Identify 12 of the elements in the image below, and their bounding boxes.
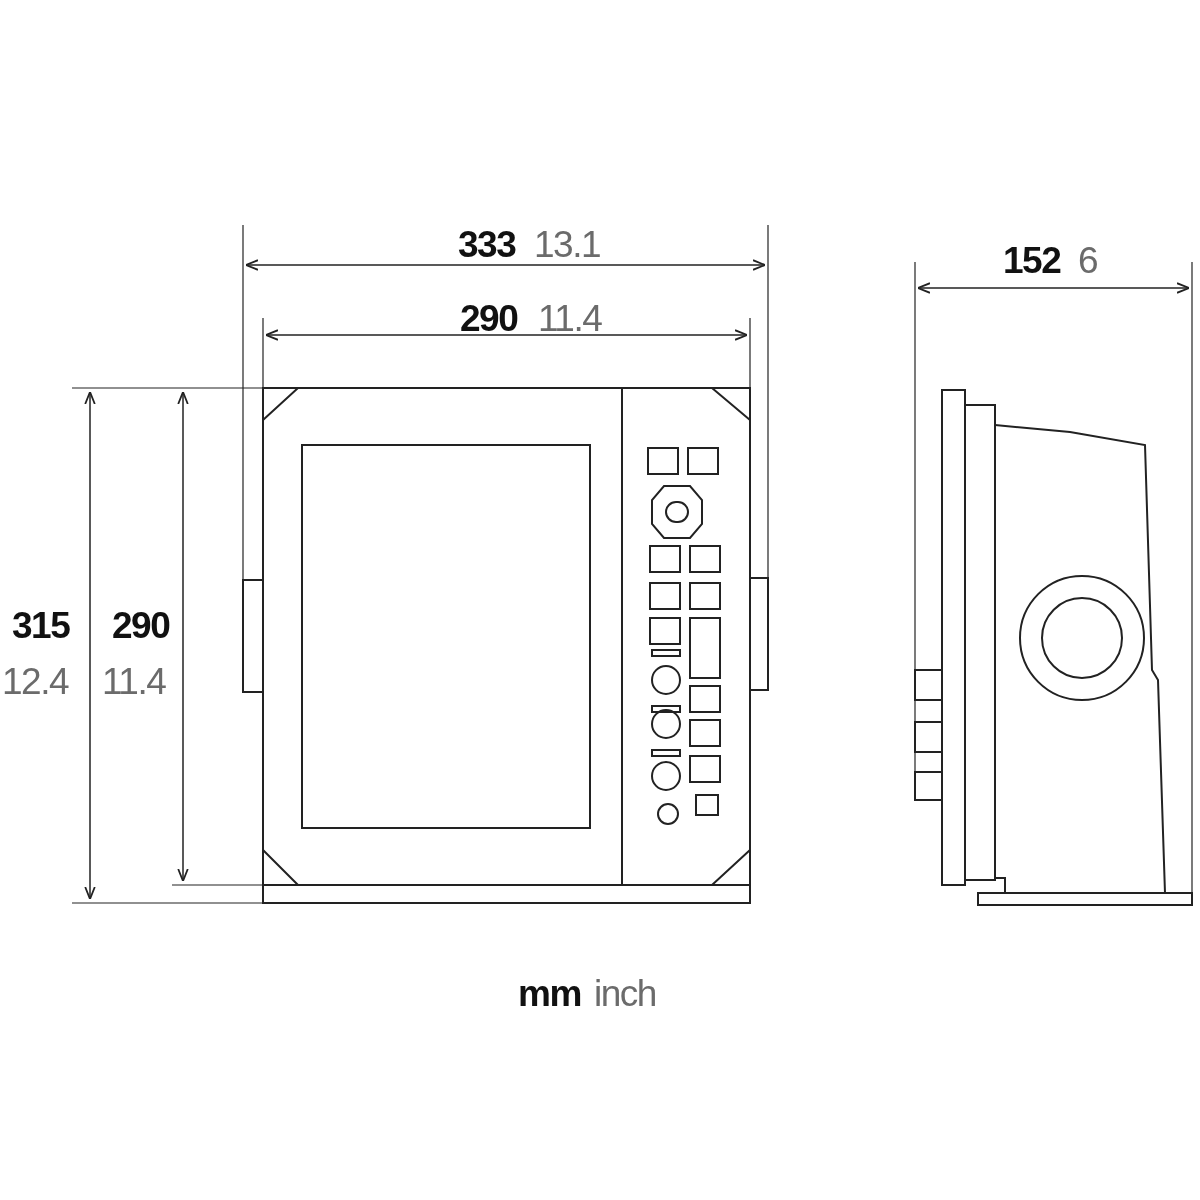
dimension-value: 152	[1003, 242, 1061, 279]
unit-label: mm	[518, 975, 581, 1012]
dimension-value: 290	[112, 607, 170, 644]
dimension-value: 333	[458, 226, 516, 263]
dimension-value: 11.4	[102, 663, 166, 700]
dimension-value: 6	[1078, 242, 1098, 279]
dimension-value: 11.4	[538, 300, 602, 337]
unit-label: inch	[594, 975, 656, 1012]
dimension-value: 315	[12, 607, 70, 644]
dimension-value: 12.4	[2, 663, 68, 700]
dimension-value: 13.1	[534, 226, 600, 263]
dimension-value: 290	[460, 300, 518, 337]
